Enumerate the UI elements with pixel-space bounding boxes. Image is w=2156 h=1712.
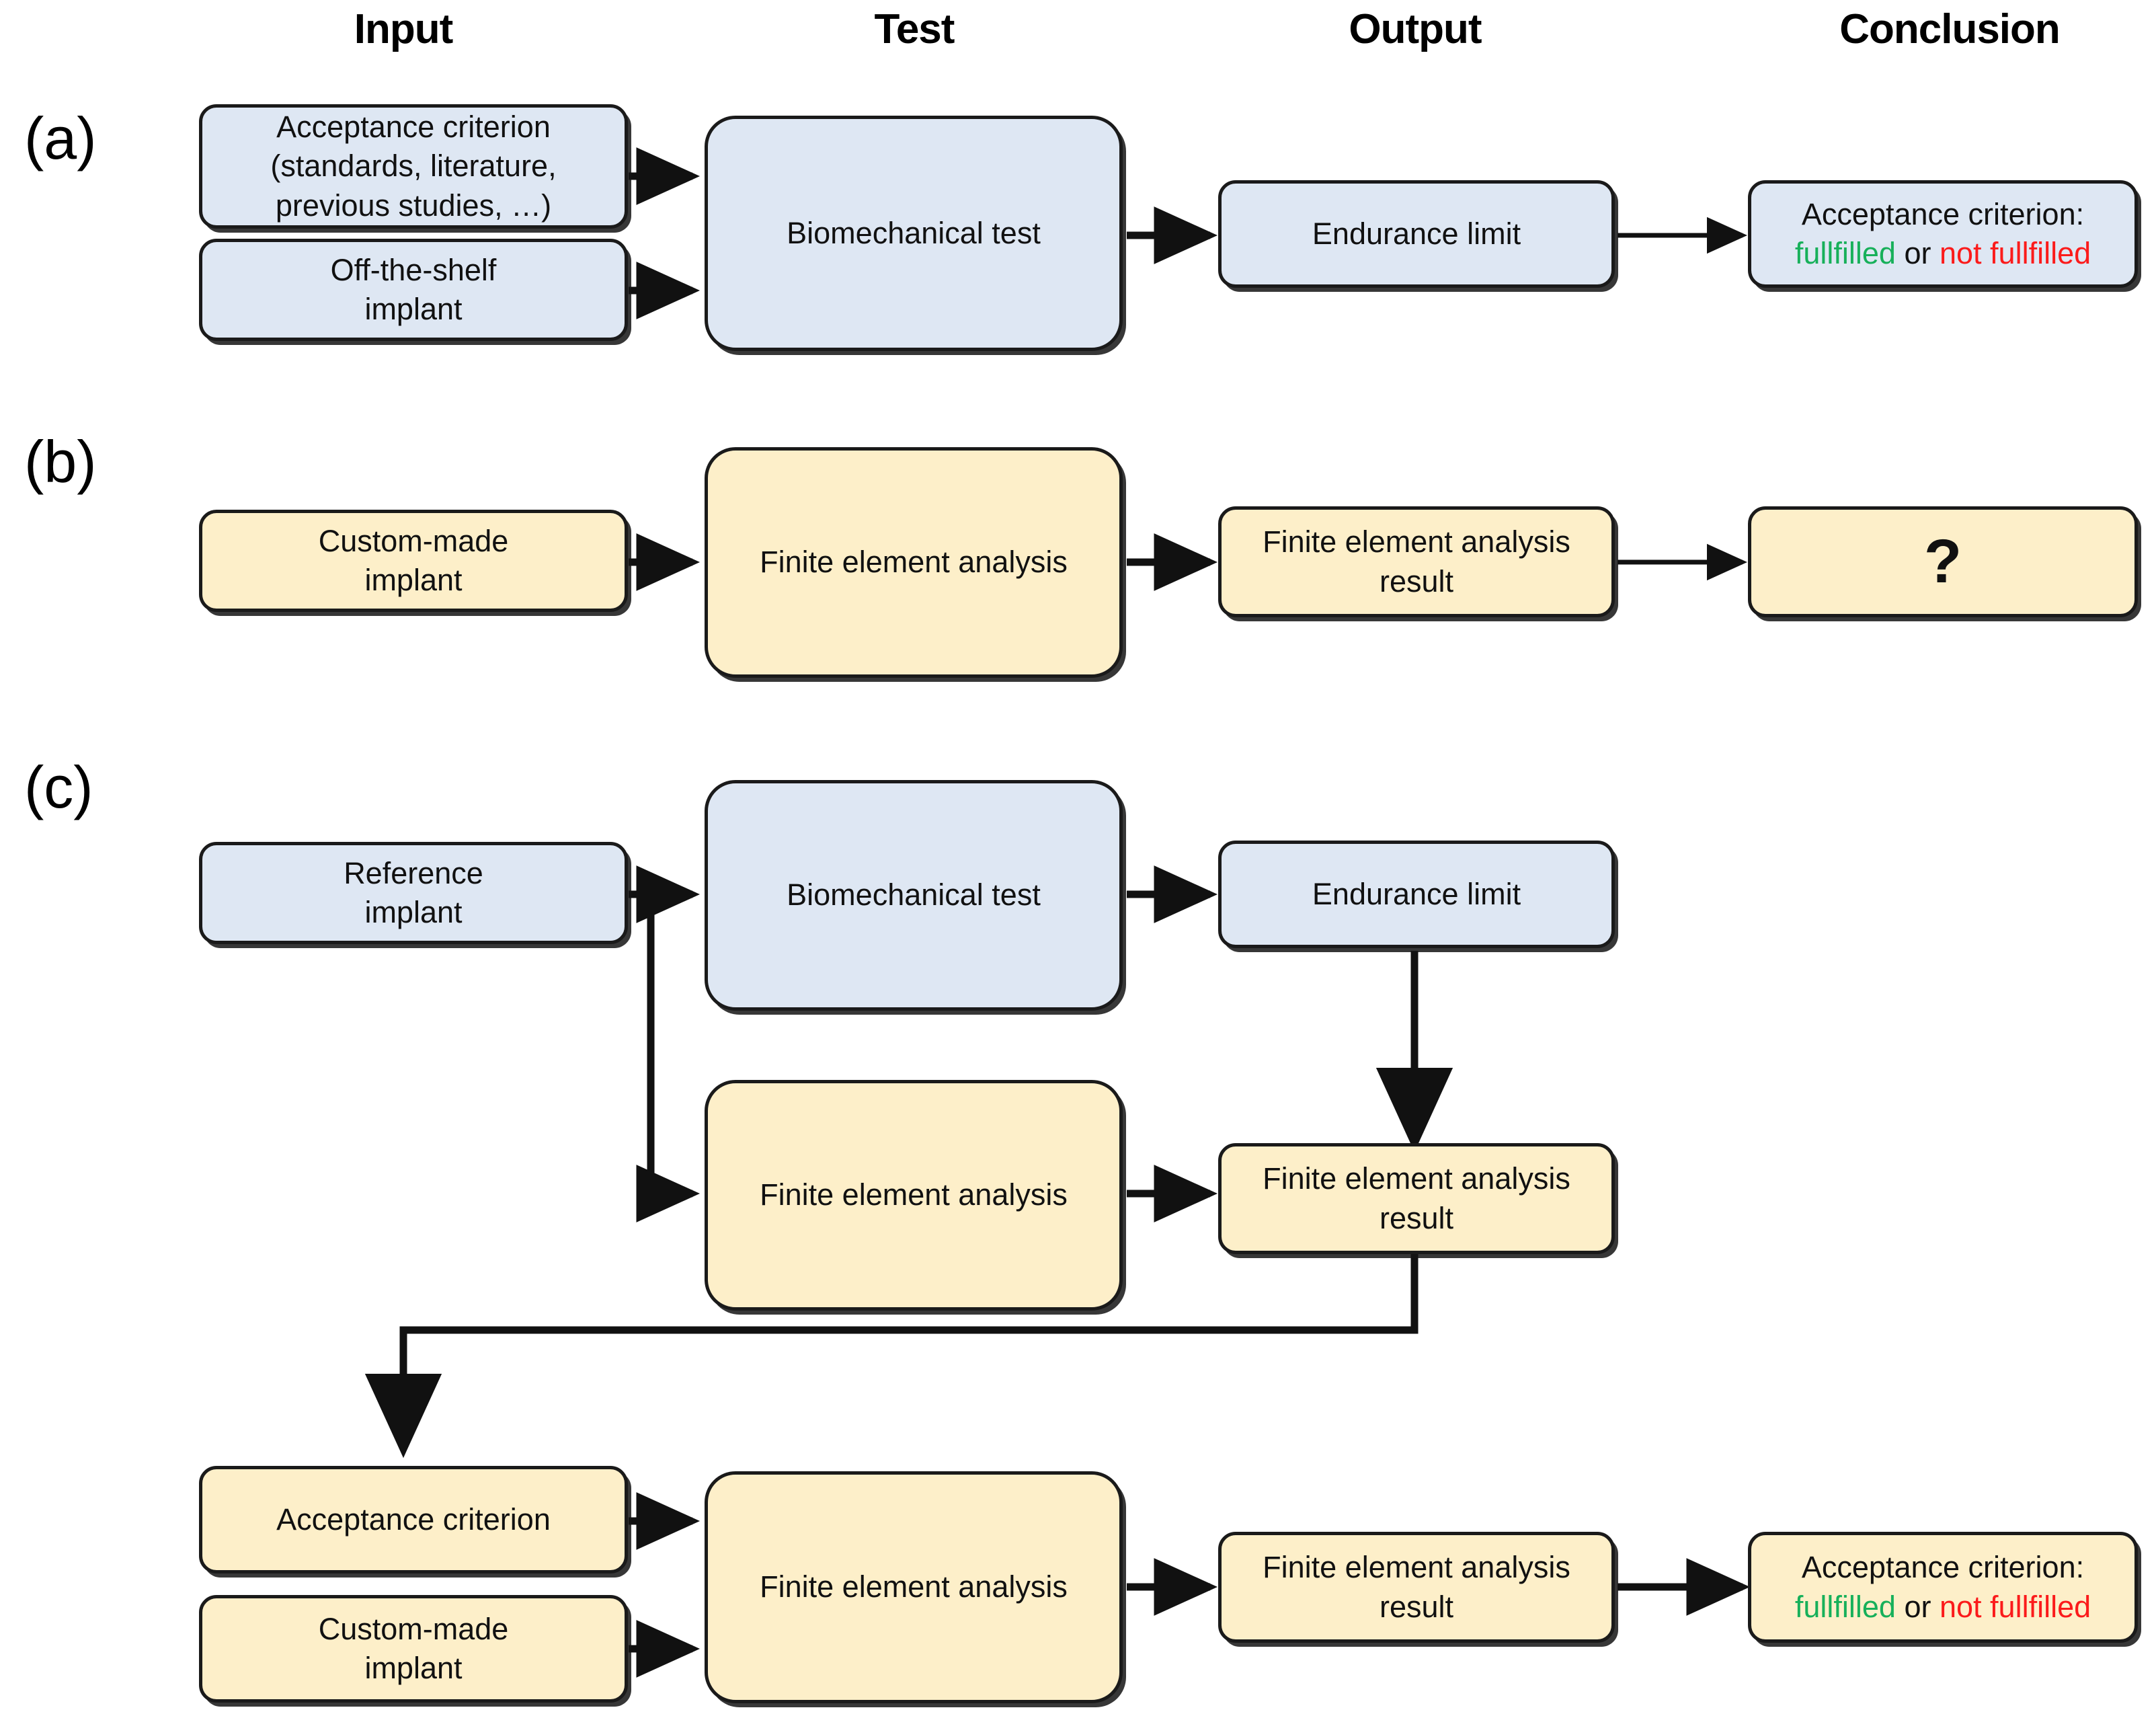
node-a-off-the-shelf-implant-text: Off-the-shelf implant	[330, 252, 497, 327]
status-fullfilled: fullfilled	[1794, 236, 1896, 270]
status-fullfilled: fullfilled	[1794, 1589, 1896, 1624]
node-a-endurance-limit-text: Endurance limit	[1312, 216, 1521, 251]
node-c-fea-result-top-text: Finite element analysis result	[1263, 1161, 1570, 1235]
question-mark-icon: ?	[1923, 527, 1962, 596]
node-a-biomechanical-test[interactable]: Biomechanical test	[705, 116, 1123, 351]
node-b-fea-result-text: Finite element analysis result	[1263, 524, 1570, 598]
node-c-finite-element-analysis-bottom[interactable]: Finite element analysis	[705, 1471, 1123, 1703]
column-header-input: Input	[354, 6, 453, 52]
node-c-finite-element-analysis-bottom-text: Finite element analysis	[760, 1569, 1068, 1604]
panel-label-c: (c)	[24, 754, 93, 820]
node-c-conclusion[interactable]: Acceptance criterion: fullfilled or not …	[1748, 1532, 2138, 1643]
node-b-custom-made-implant-text: Custom-made implant	[318, 523, 509, 598]
arrow-group-c-bottom	[629, 1492, 1751, 1678]
node-a-endurance-limit[interactable]: Endurance limit	[1218, 180, 1615, 288]
node-c-fea-result-top[interactable]: Finite element analysis result	[1218, 1143, 1615, 1254]
node-c-finite-element-analysis-top-text: Finite element analysis	[760, 1177, 1068, 1212]
conjunction-or: or	[1904, 236, 1931, 270]
column-header-output: Output	[1349, 6, 1482, 52]
node-c-biomechanical-test-text: Biomechanical test	[787, 878, 1041, 912]
node-c-custom-made-implant[interactable]: Custom-made implant	[199, 1595, 628, 1703]
node-c-finite-element-analysis-top[interactable]: Finite element analysis	[705, 1080, 1123, 1311]
node-c-fea-result-bottom[interactable]: Finite element analysis result	[1218, 1532, 1615, 1643]
node-a-conclusion[interactable]: Acceptance criterion: fullfilled or not …	[1748, 180, 2138, 288]
arrow-group-a	[629, 147, 1218, 319]
panel-label-b: (b)	[24, 428, 97, 495]
node-c-reference-implant[interactable]: Reference implant	[199, 842, 628, 944]
panel-label-a: (a)	[24, 105, 97, 171]
node-a-biomechanical-test-text: Biomechanical test	[787, 215, 1041, 250]
arrow-c-ref-to-fea	[636, 894, 701, 1222]
node-a-acceptance-criterion-text: Acceptance criterion (standards, literat…	[270, 109, 557, 223]
node-c-reference-implant-text: Reference implant	[344, 855, 483, 930]
node-c-acceptance-criterion[interactable]: Acceptance criterion	[199, 1466, 628, 1573]
node-b-fea-result[interactable]: Finite element analysis result	[1218, 506, 1615, 617]
column-header-conclusion: Conclusion	[1839, 6, 2061, 52]
node-a-off-the-shelf-implant[interactable]: Off-the-shelf implant	[199, 239, 628, 341]
conjunction-or: or	[1904, 1589, 1931, 1624]
arrow-group-c-top	[364, 865, 1453, 1458]
node-a-acceptance-criterion[interactable]: Acceptance criterion (standards, literat…	[199, 104, 628, 229]
node-b-finite-element-analysis-text: Finite element analysis	[760, 545, 1068, 580]
node-c-acceptance-criterion-text: Acceptance criterion	[276, 1502, 551, 1536]
node-b-custom-made-implant[interactable]: Custom-made implant	[199, 510, 628, 612]
node-c-endurance-limit-text: Endurance limit	[1312, 876, 1521, 911]
status-not-fullfilled: not fullfilled	[1939, 236, 2091, 270]
node-b-conclusion-unknown[interactable]: ?	[1748, 506, 2138, 617]
arrow-c-result-to-acceptance-criterion	[364, 1251, 1419, 1458]
node-c-biomechanical-test[interactable]: Biomechanical test	[705, 780, 1123, 1011]
node-a-conclusion-text: Acceptance criterion: fullfilled or not …	[1794, 196, 2091, 271]
column-header-test: Test	[874, 6, 955, 52]
node-b-finite-element-analysis[interactable]: Finite element analysis	[705, 447, 1123, 678]
node-c-endurance-limit[interactable]: Endurance limit	[1218, 841, 1615, 948]
node-c-custom-made-implant-text: Custom-made implant	[318, 1611, 509, 1686]
node-c-fea-result-bottom-text: Finite element analysis result	[1263, 1550, 1570, 1624]
status-not-fullfilled: not fullfilled	[1939, 1589, 2091, 1624]
node-c-conclusion-text: Acceptance criterion: fullfilled or not …	[1794, 1550, 2091, 1624]
